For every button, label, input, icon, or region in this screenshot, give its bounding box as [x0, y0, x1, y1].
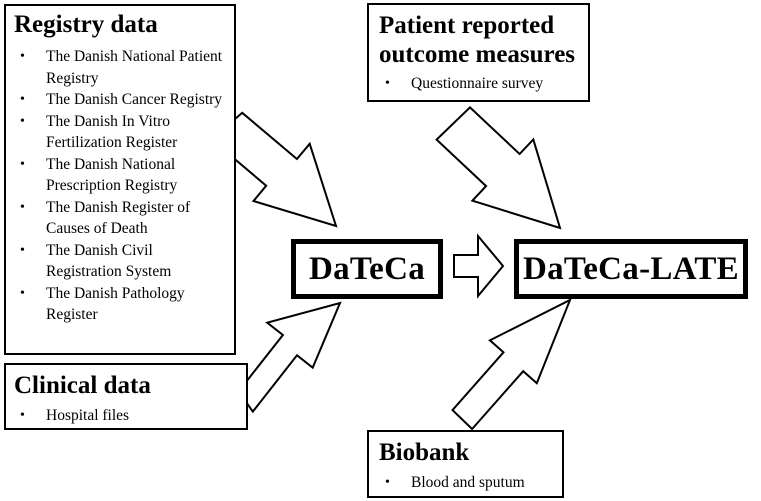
arrow-dateca-to-late — [453, 233, 505, 299]
registry-data-list: The Danish National Patient Registry The… — [14, 46, 228, 326]
clinical-data-box: Clinical data Hospital files — [4, 363, 248, 430]
prom-title: Patient reported outcome measures — [379, 12, 576, 68]
registry-item: The Danish In Vitro Fertilization Regist… — [14, 111, 228, 154]
registry-item: The Danish Register of Causes of Death — [14, 197, 228, 240]
registry-item: The Danish Civil Registration System — [14, 240, 228, 283]
dateca-box: DaTeCa — [291, 239, 443, 299]
registry-data-title: Registry data — [14, 11, 158, 38]
biobank-box: Biobank Blood and sputum — [367, 430, 564, 498]
arrow-biobank-to-late — [451, 297, 572, 431]
clinical-data-title: Clinical data — [14, 372, 151, 399]
dateca-late-box: DaTeCa-LATE — [514, 239, 748, 299]
arrow-clinical-to-dateca — [237, 301, 342, 414]
biobank-title: Biobank — [379, 439, 470, 466]
prom-item: Questionnaire survey — [379, 73, 582, 95]
registry-item: The Danish Pathology Register — [14, 283, 228, 326]
clinical-data-list: Hospital files — [14, 405, 240, 427]
registry-item: The Danish National Patient Registry — [14, 46, 228, 89]
arrow-prom-to-late — [435, 106, 562, 230]
dateca-late-label: DaTeCa-LATE — [523, 250, 739, 287]
registry-item: The Danish National Prescription Registr… — [14, 154, 228, 197]
registry-data-box: Registry data The Danish National Patien… — [4, 4, 236, 355]
biobank-item: Blood and sputum — [379, 472, 556, 494]
prom-box: Patient reported outcome measures Questi… — [367, 3, 590, 102]
registry-item: The Danish Cancer Registry — [14, 89, 228, 111]
prom-list: Questionnaire survey — [379, 73, 582, 95]
biobank-list: Blood and sputum — [379, 472, 556, 494]
clinical-item: Hospital files — [14, 405, 240, 427]
dateca-label: DaTeCa — [308, 250, 426, 287]
